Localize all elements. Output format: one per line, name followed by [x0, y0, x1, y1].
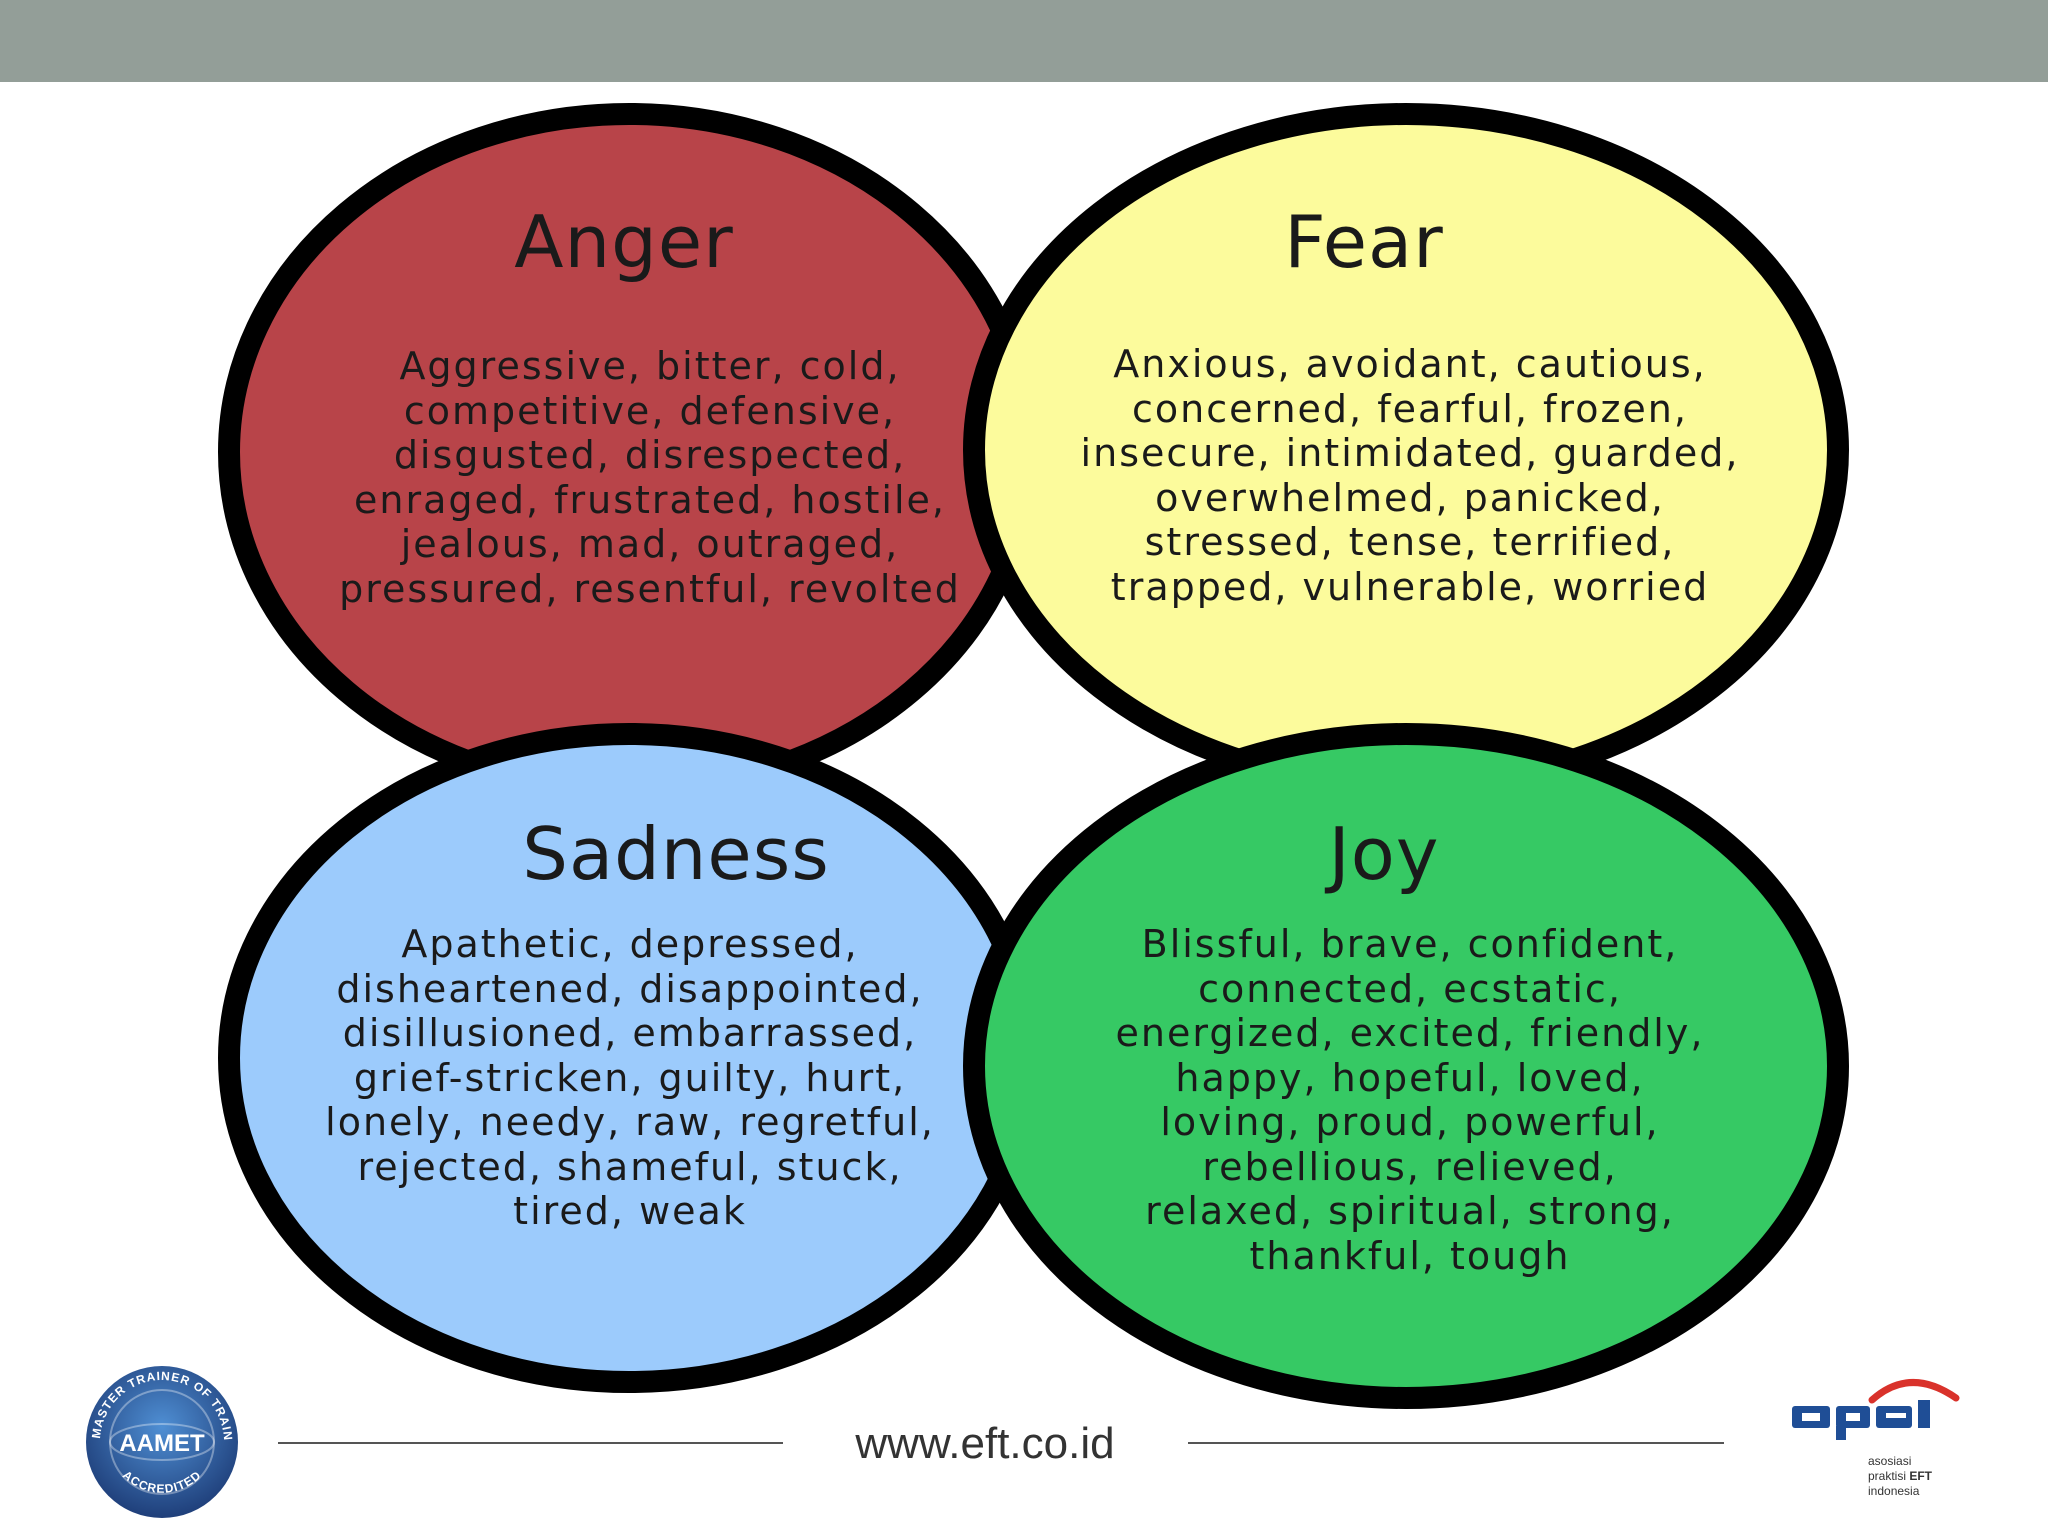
joy-words: Blissful, brave, confident, connected, e…: [1115, 922, 1705, 1278]
top-band: [0, 0, 2048, 82]
fear-title: Fear: [1284, 200, 1444, 284]
aamet-badge-icon: EFT MASTER TRAINER OF TRAINERS ACCREDITE…: [77, 1351, 238, 1518]
opei-wordmark-icon: [1792, 1379, 1960, 1440]
sadness-words: Apathetic, depressed, disheartened, disa…: [325, 922, 935, 1233]
fear-words: Anxious, avoidant, cautious, concerned, …: [1080, 342, 1740, 609]
aamet-badge-logo: EFT MASTER TRAINER OF TRAINERS ACCREDITE…: [77, 1351, 242, 1522]
sadness-title: Sadness: [522, 812, 830, 896]
opei-logo: asosiasi praktisi EFT indonesia: [1790, 1372, 1970, 1502]
opei-caption-line2: praktisi EFT: [1868, 1469, 1932, 1484]
footer-divider-left: [278, 1442, 783, 1444]
anger-title: Anger: [514, 200, 734, 284]
opei-caption-eft: EFT: [1909, 1469, 1933, 1483]
footer-url-link[interactable]: www.eft.co.id: [855, 1419, 1115, 1468]
opei-caption-line1: asosiasi: [1868, 1454, 1912, 1468]
anger-words: Aggressive, bitter, cold, competitive, d…: [339, 344, 961, 611]
opei-caption-praktisi: praktisi: [1868, 1469, 1910, 1483]
joy-title: Joy: [1328, 812, 1440, 896]
joy-circle: [963, 723, 1849, 1409]
opei-caption-line3: indonesia: [1868, 1484, 1920, 1498]
footer-divider-right: [1188, 1442, 1724, 1444]
badge-center-text: AAMET: [119, 1430, 205, 1457]
